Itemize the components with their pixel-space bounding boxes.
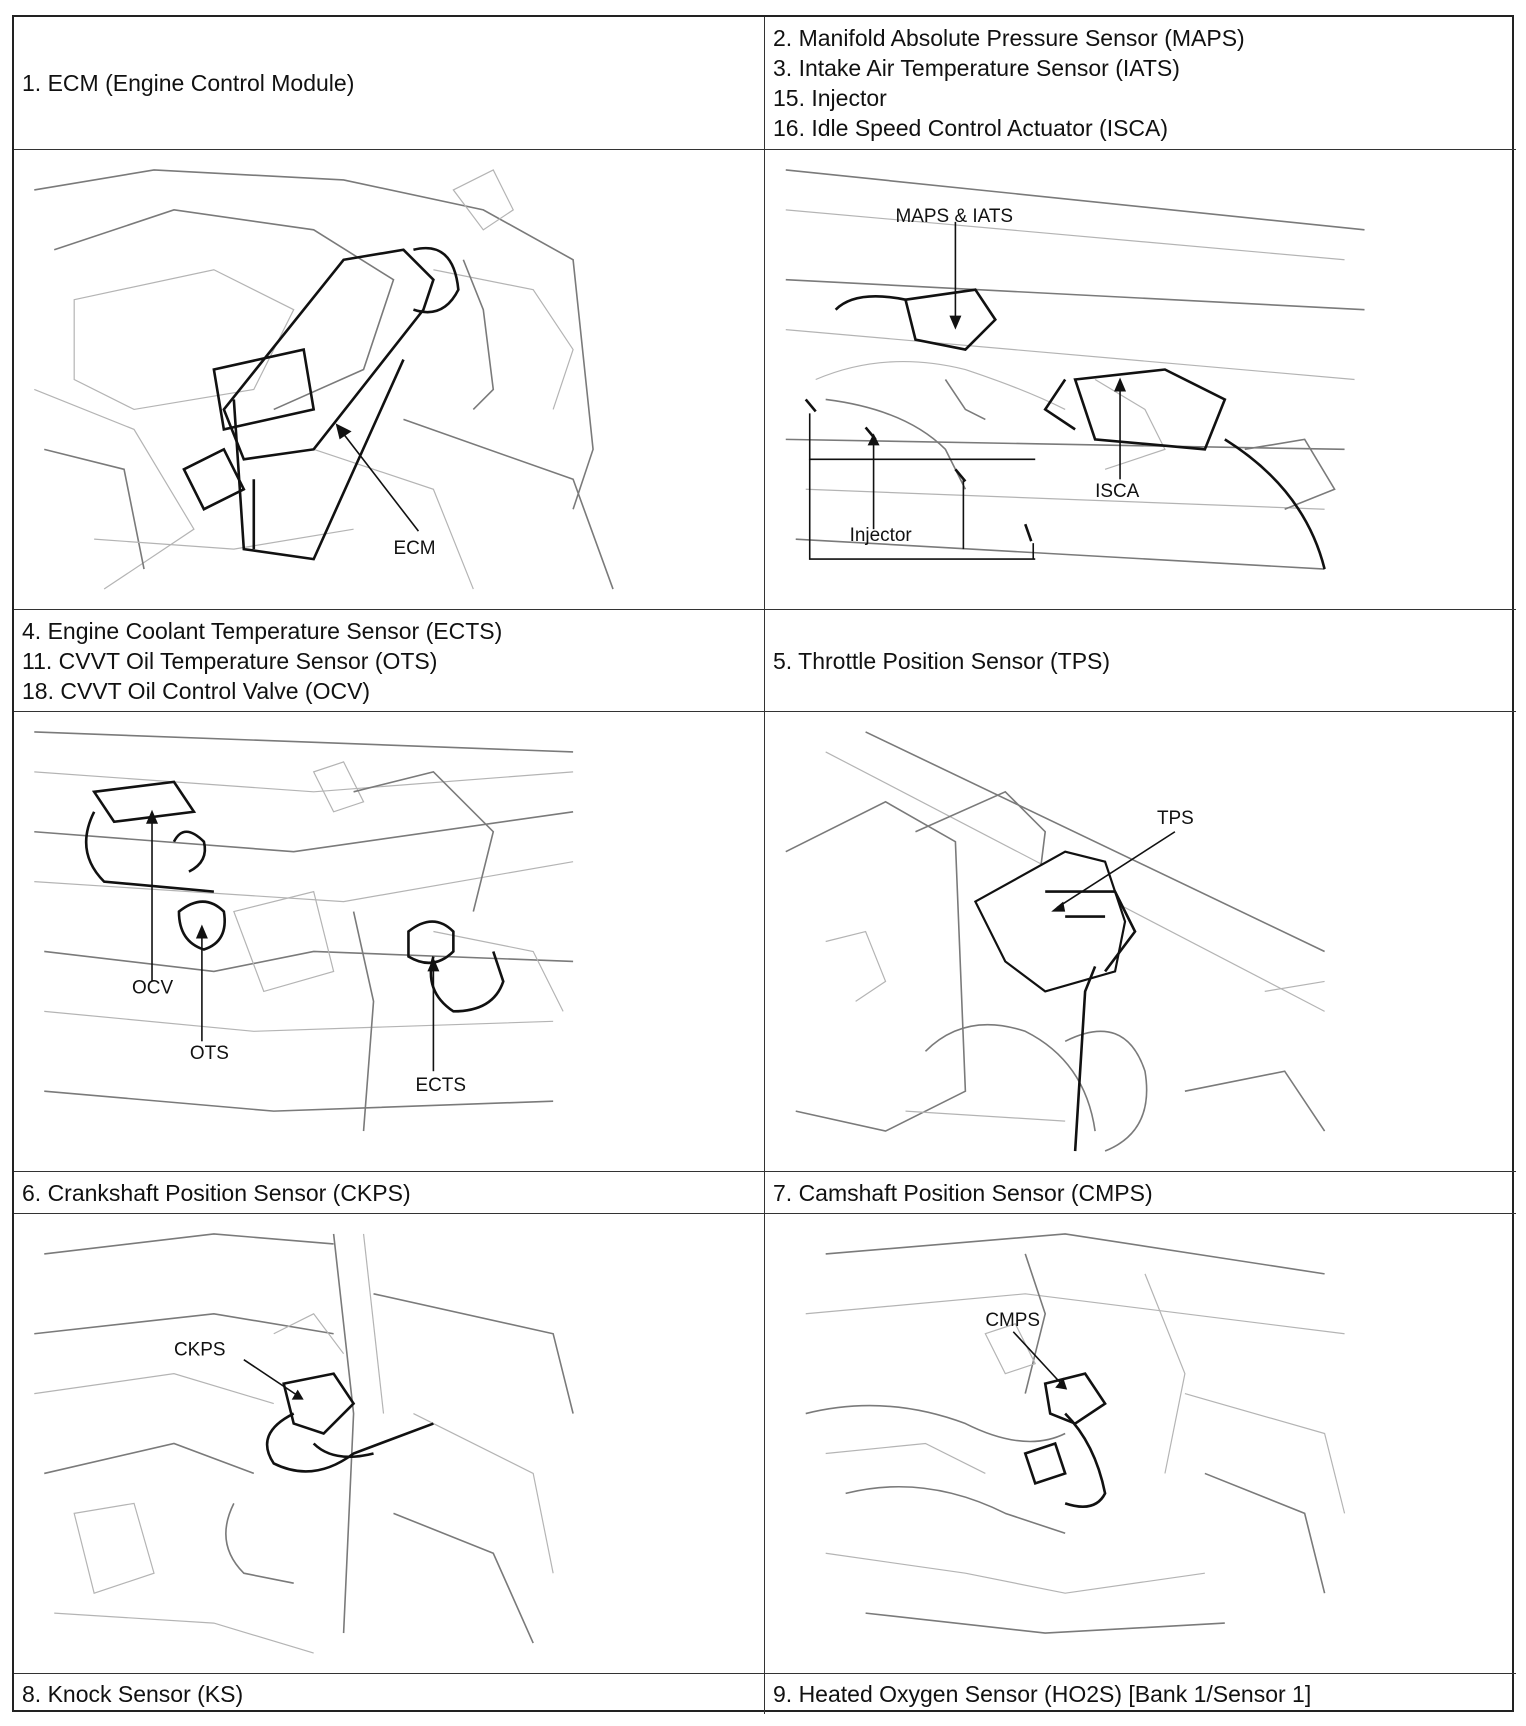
component-label: 8. Knock Sensor (KS) [22,1681,244,1707]
label-cell-maps: 2. Manifold Absolute Pressure Sensor (MA… [765,17,1516,150]
figure-cell-ects: OCV OTS ECTS [14,712,765,1172]
component-label: 2. Manifold Absolute Pressure Sensor (MA… [773,25,1245,51]
label-cell-ects: 4. Engine Coolant Temperature Sensor (EC… [14,610,765,712]
label-cell-cmps: 7. Camshaft Position Sensor (CMPS) [765,1172,1516,1214]
component-label: 3. Intake Air Temperature Sensor (IATS) [773,55,1180,81]
isca-callout: ISCA [1095,481,1140,502]
ocv-callout: OCV [132,977,173,998]
cmps-illustration: CMPS [805,1233,1346,1634]
label-cell-ho2s: 9. Heated Oxygen Sensor (HO2S) [Bank 1/S… [765,1674,1516,1714]
figure-cell-maps: MAPS & IATS ISCA Injector [765,150,1516,610]
component-label: 15. Injector [773,85,887,111]
figure-cell-tps: TPS [765,712,1516,1172]
tps-illustration: TPS [785,731,1326,1152]
ecm-callout: ECM [393,538,435,559]
label-cell-tps: 5. Throttle Position Sensor (TPS) [765,610,1516,712]
component-label: 9. Heated Oxygen Sensor (HO2S) [Bank 1/S… [773,1681,1312,1707]
component-label: 18. CVVT Oil Control Valve (OCV) [22,677,371,704]
ckps-illustration: CKPS [34,1233,574,1654]
label-cell-ckps: 6. Crankshaft Position Sensor (CKPS) [14,1172,765,1214]
label-cell-ks: 8. Knock Sensor (KS) [14,1674,765,1714]
component-label: 5. Throttle Position Sensor (TPS) [773,647,1111,674]
figure-cell-ckps: CKPS [14,1214,765,1674]
component-label: 16. Idle Speed Control Actuator (ISCA) [773,115,1169,141]
tps-callout: TPS [1157,808,1194,829]
injector-callout: Injector [850,525,912,546]
component-label: 1. ECM (Engine Control Module) [22,70,355,96]
cmps-callout: CMPS [985,1310,1040,1331]
component-label: 4. Engine Coolant Temperature Sensor (EC… [22,617,503,644]
ects-callout: ECTS [415,1075,466,1096]
ckps-callout: CKPS [174,1340,226,1361]
maps-iats-isca-injector-illustration: MAPS & IATS ISCA Injector [785,169,1365,570]
ects-ots-ocv-illustration: OCV OTS ECTS [34,731,574,1132]
figure-cell-cmps: CMPS [765,1214,1516,1674]
label-cell-ecm: 1. ECM (Engine Control Module) [14,17,765,150]
figure-cell-ecm: ECM [14,150,765,610]
component-label: 11. CVVT Oil Temperature Sensor (OTS) [22,647,438,674]
component-location-table: 1. ECM (Engine Control Module) 2. Manifo… [12,15,1516,1714]
component-label: 6. Crankshaft Position Sensor (CKPS) [22,1179,411,1206]
component-label: 7. Camshaft Position Sensor (CMPS) [773,1179,1153,1206]
maps-iats-callout: MAPS & IATS [896,206,1014,227]
ecm-illustration: ECM [34,169,614,590]
ots-callout: OTS [190,1043,229,1064]
